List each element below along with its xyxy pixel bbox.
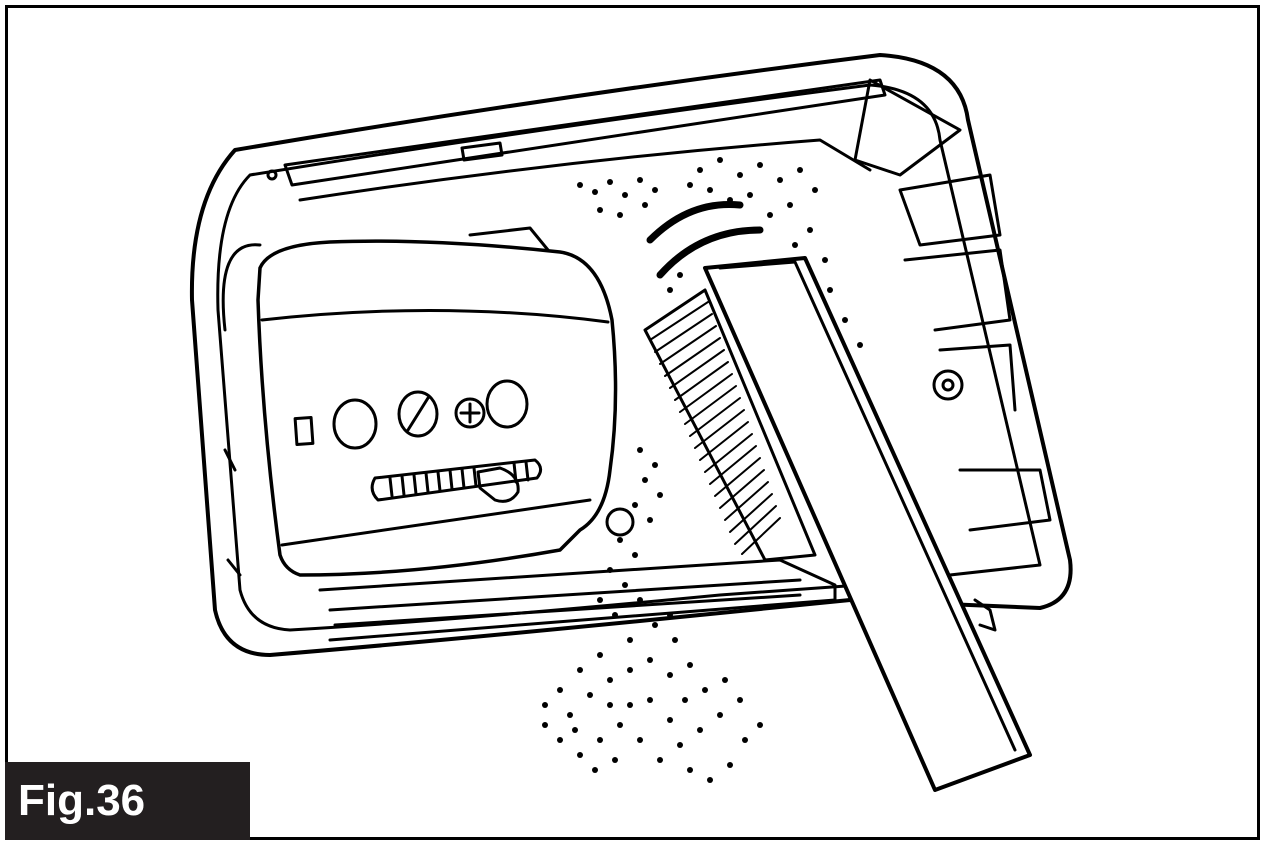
dust-debris-icon xyxy=(542,157,863,783)
inner-panel-icon xyxy=(256,226,635,577)
figure-frame xyxy=(5,5,1260,840)
figure-label: Fig.36 xyxy=(5,762,250,840)
housing-cover-icon xyxy=(189,53,1073,657)
brush-icon xyxy=(643,200,1032,792)
